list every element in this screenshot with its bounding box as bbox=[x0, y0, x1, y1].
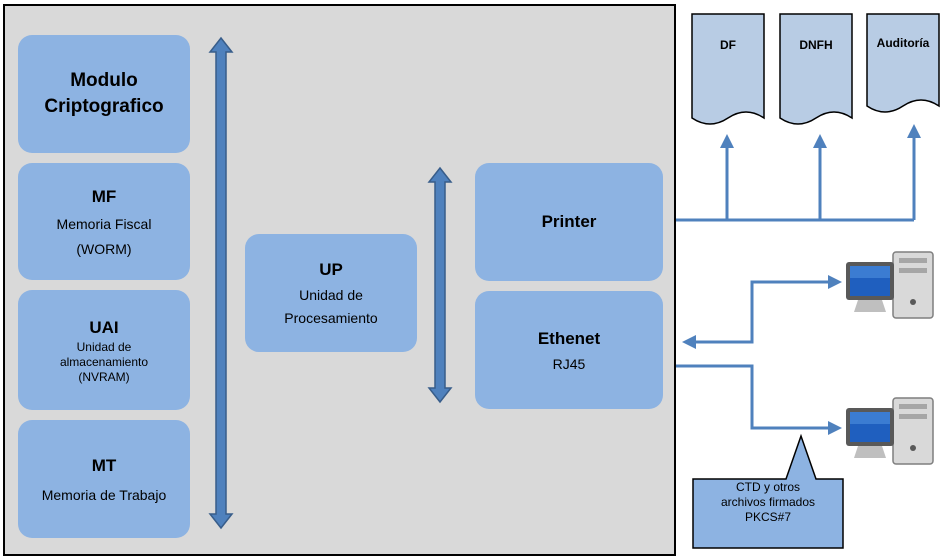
module-mf-line2: (WORM) bbox=[76, 240, 132, 257]
module-uai-line1: Unidad de bbox=[76, 339, 132, 354]
module-uai-line2: almacenamiento bbox=[59, 354, 149, 369]
module-uai-box: UAI Unidad de almacenamiento (NVRAM) bbox=[18, 290, 190, 410]
doc-auditoria-icon bbox=[866, 13, 940, 113]
callout-shape bbox=[692, 433, 844, 549]
printer-output-connector bbox=[676, 136, 916, 222]
module-mt-box: MT Memoria de Trabajo bbox=[18, 420, 190, 538]
module-ethernet-title: Ethenet bbox=[537, 328, 601, 348]
doc-df-label: DF bbox=[720, 38, 736, 52]
doc-df-icon bbox=[691, 13, 765, 125]
module-uai-line3: (NVRAM) bbox=[78, 369, 130, 384]
module-cripto-title: Modulo Criptografico bbox=[44, 70, 164, 117]
module-mt-line1: Memoria de Trabajo bbox=[41, 486, 167, 503]
module-up-line2: Procesamiento bbox=[284, 310, 378, 326]
module-mf-line1: Memoria Fiscal bbox=[56, 215, 152, 232]
computer-icon-top bbox=[846, 251, 934, 319]
callout-text: CTD y otros archivos firmados PKCS#7 bbox=[695, 480, 841, 525]
module-mt-title: MT bbox=[91, 455, 117, 475]
module-ethernet-box: Ethenet RJ45 bbox=[475, 291, 663, 409]
module-mf-box: MF Memoria Fiscal (WORM) bbox=[18, 163, 190, 280]
callout-line1: CTD y otros bbox=[735, 480, 800, 494]
ethernet-arrowheads bbox=[682, 275, 842, 435]
module-up-line1: Unidad de bbox=[299, 287, 363, 303]
module-mf-title: MF bbox=[91, 186, 117, 206]
doc-dnfh-icon bbox=[779, 13, 853, 125]
module-up-box: UP Unidad de Procesamiento bbox=[245, 234, 417, 352]
module-cripto-box: Modulo Criptografico bbox=[18, 35, 190, 153]
module-up-title: UP bbox=[319, 260, 343, 279]
module-printer-title: Printer bbox=[541, 212, 597, 231]
module-uai-title: UAI bbox=[89, 317, 119, 337]
module-printer-box: Printer bbox=[475, 163, 663, 281]
callout-line2: archivos firmados bbox=[720, 495, 816, 509]
callout-line3: PKCS#7 bbox=[744, 510, 792, 524]
ethernet-connector bbox=[676, 280, 830, 430]
module-ethernet-line1: RJ45 bbox=[552, 355, 586, 372]
printer-output-arrowheads bbox=[720, 124, 921, 148]
doc-auditoria-label: Auditoría bbox=[876, 36, 930, 50]
doc-dnfh-label: DNFH bbox=[799, 38, 833, 52]
main-bus-arrow bbox=[208, 36, 234, 530]
io-bus-arrow bbox=[427, 166, 453, 404]
computer-icon-bottom bbox=[846, 397, 934, 465]
